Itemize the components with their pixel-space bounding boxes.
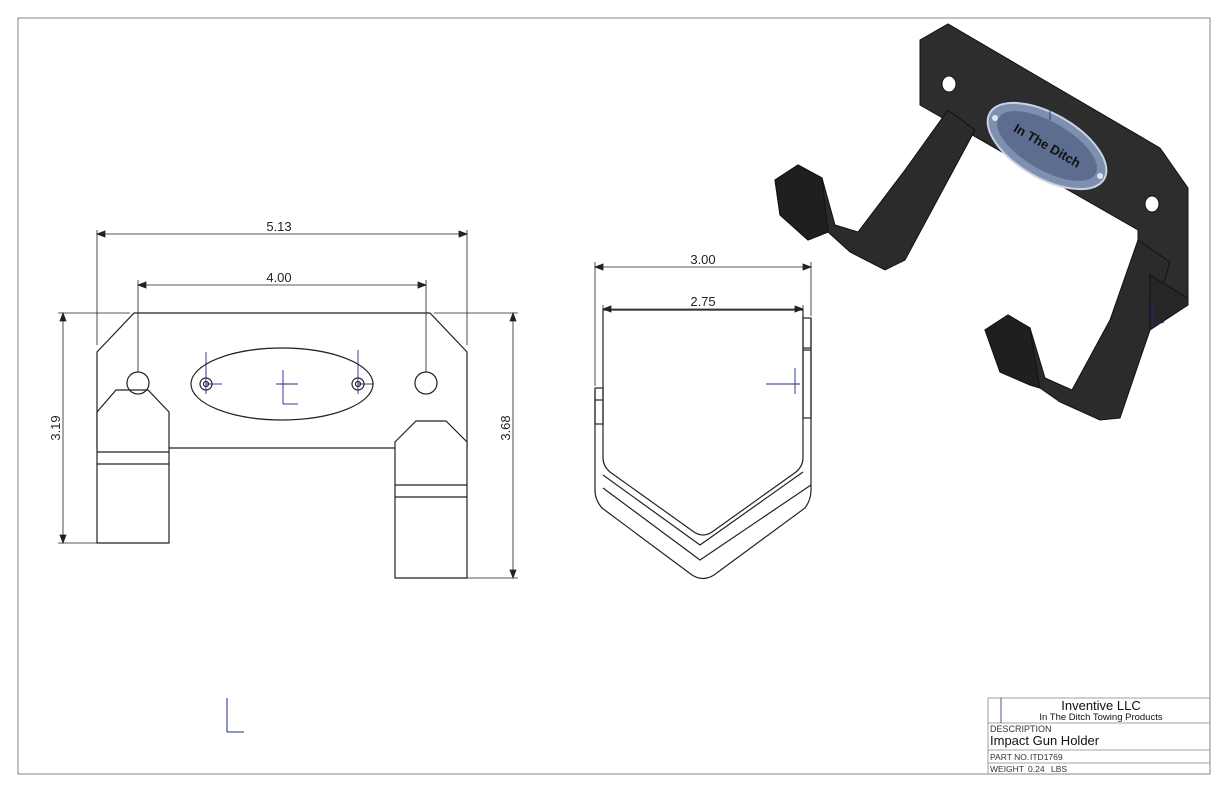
front-axis-marks — [205, 350, 374, 405]
title-block-subtitle: In The Ditch Towing Products — [1039, 712, 1162, 723]
dim-side-outer-width: 3.00 — [690, 252, 715, 267]
title-block — [987, 697, 1211, 775]
side-view — [594, 309, 812, 580]
title-block-weight-unit: LBS — [1051, 764, 1067, 774]
front-right-hole — [414, 371, 438, 395]
coordinate-axis-mark — [226, 698, 244, 733]
title-block-company: Inventive LLC — [1061, 698, 1141, 713]
title-block-description-label: DESCRIPTION — [990, 724, 1052, 734]
side-outer-profile — [594, 318, 812, 580]
front-left-hook — [96, 389, 170, 544]
title-block-weight-label: WEIGHT — [990, 764, 1024, 774]
title-block-weight-value: 0.24 — [1028, 764, 1045, 774]
side-inner-profile — [602, 310, 804, 536]
isometric-view: In The Ditch — [774, 23, 1189, 421]
dim-front-right-height: 3.68 — [498, 415, 513, 440]
sheet-border — [17, 17, 1211, 775]
side-axis-marks — [766, 368, 800, 394]
title-block-description: Impact Gun Holder — [990, 733, 1100, 748]
title-block-part-no-label: PART NO. — [990, 752, 1029, 762]
dim-front-left-height: 3.19 — [48, 415, 63, 440]
dim-front-hole-spacing: 4.00 — [266, 270, 291, 285]
dim-side-inner-width: 2.75 — [690, 294, 715, 309]
dim-front-overall-width: 5.13 — [266, 219, 291, 234]
side-dimensions — [593, 262, 813, 386]
title-block-part-no: ITD1769 — [1030, 752, 1063, 762]
front-view — [96, 312, 468, 579]
front-dimensions — [58, 230, 518, 580]
front-right-hook — [394, 420, 468, 579]
